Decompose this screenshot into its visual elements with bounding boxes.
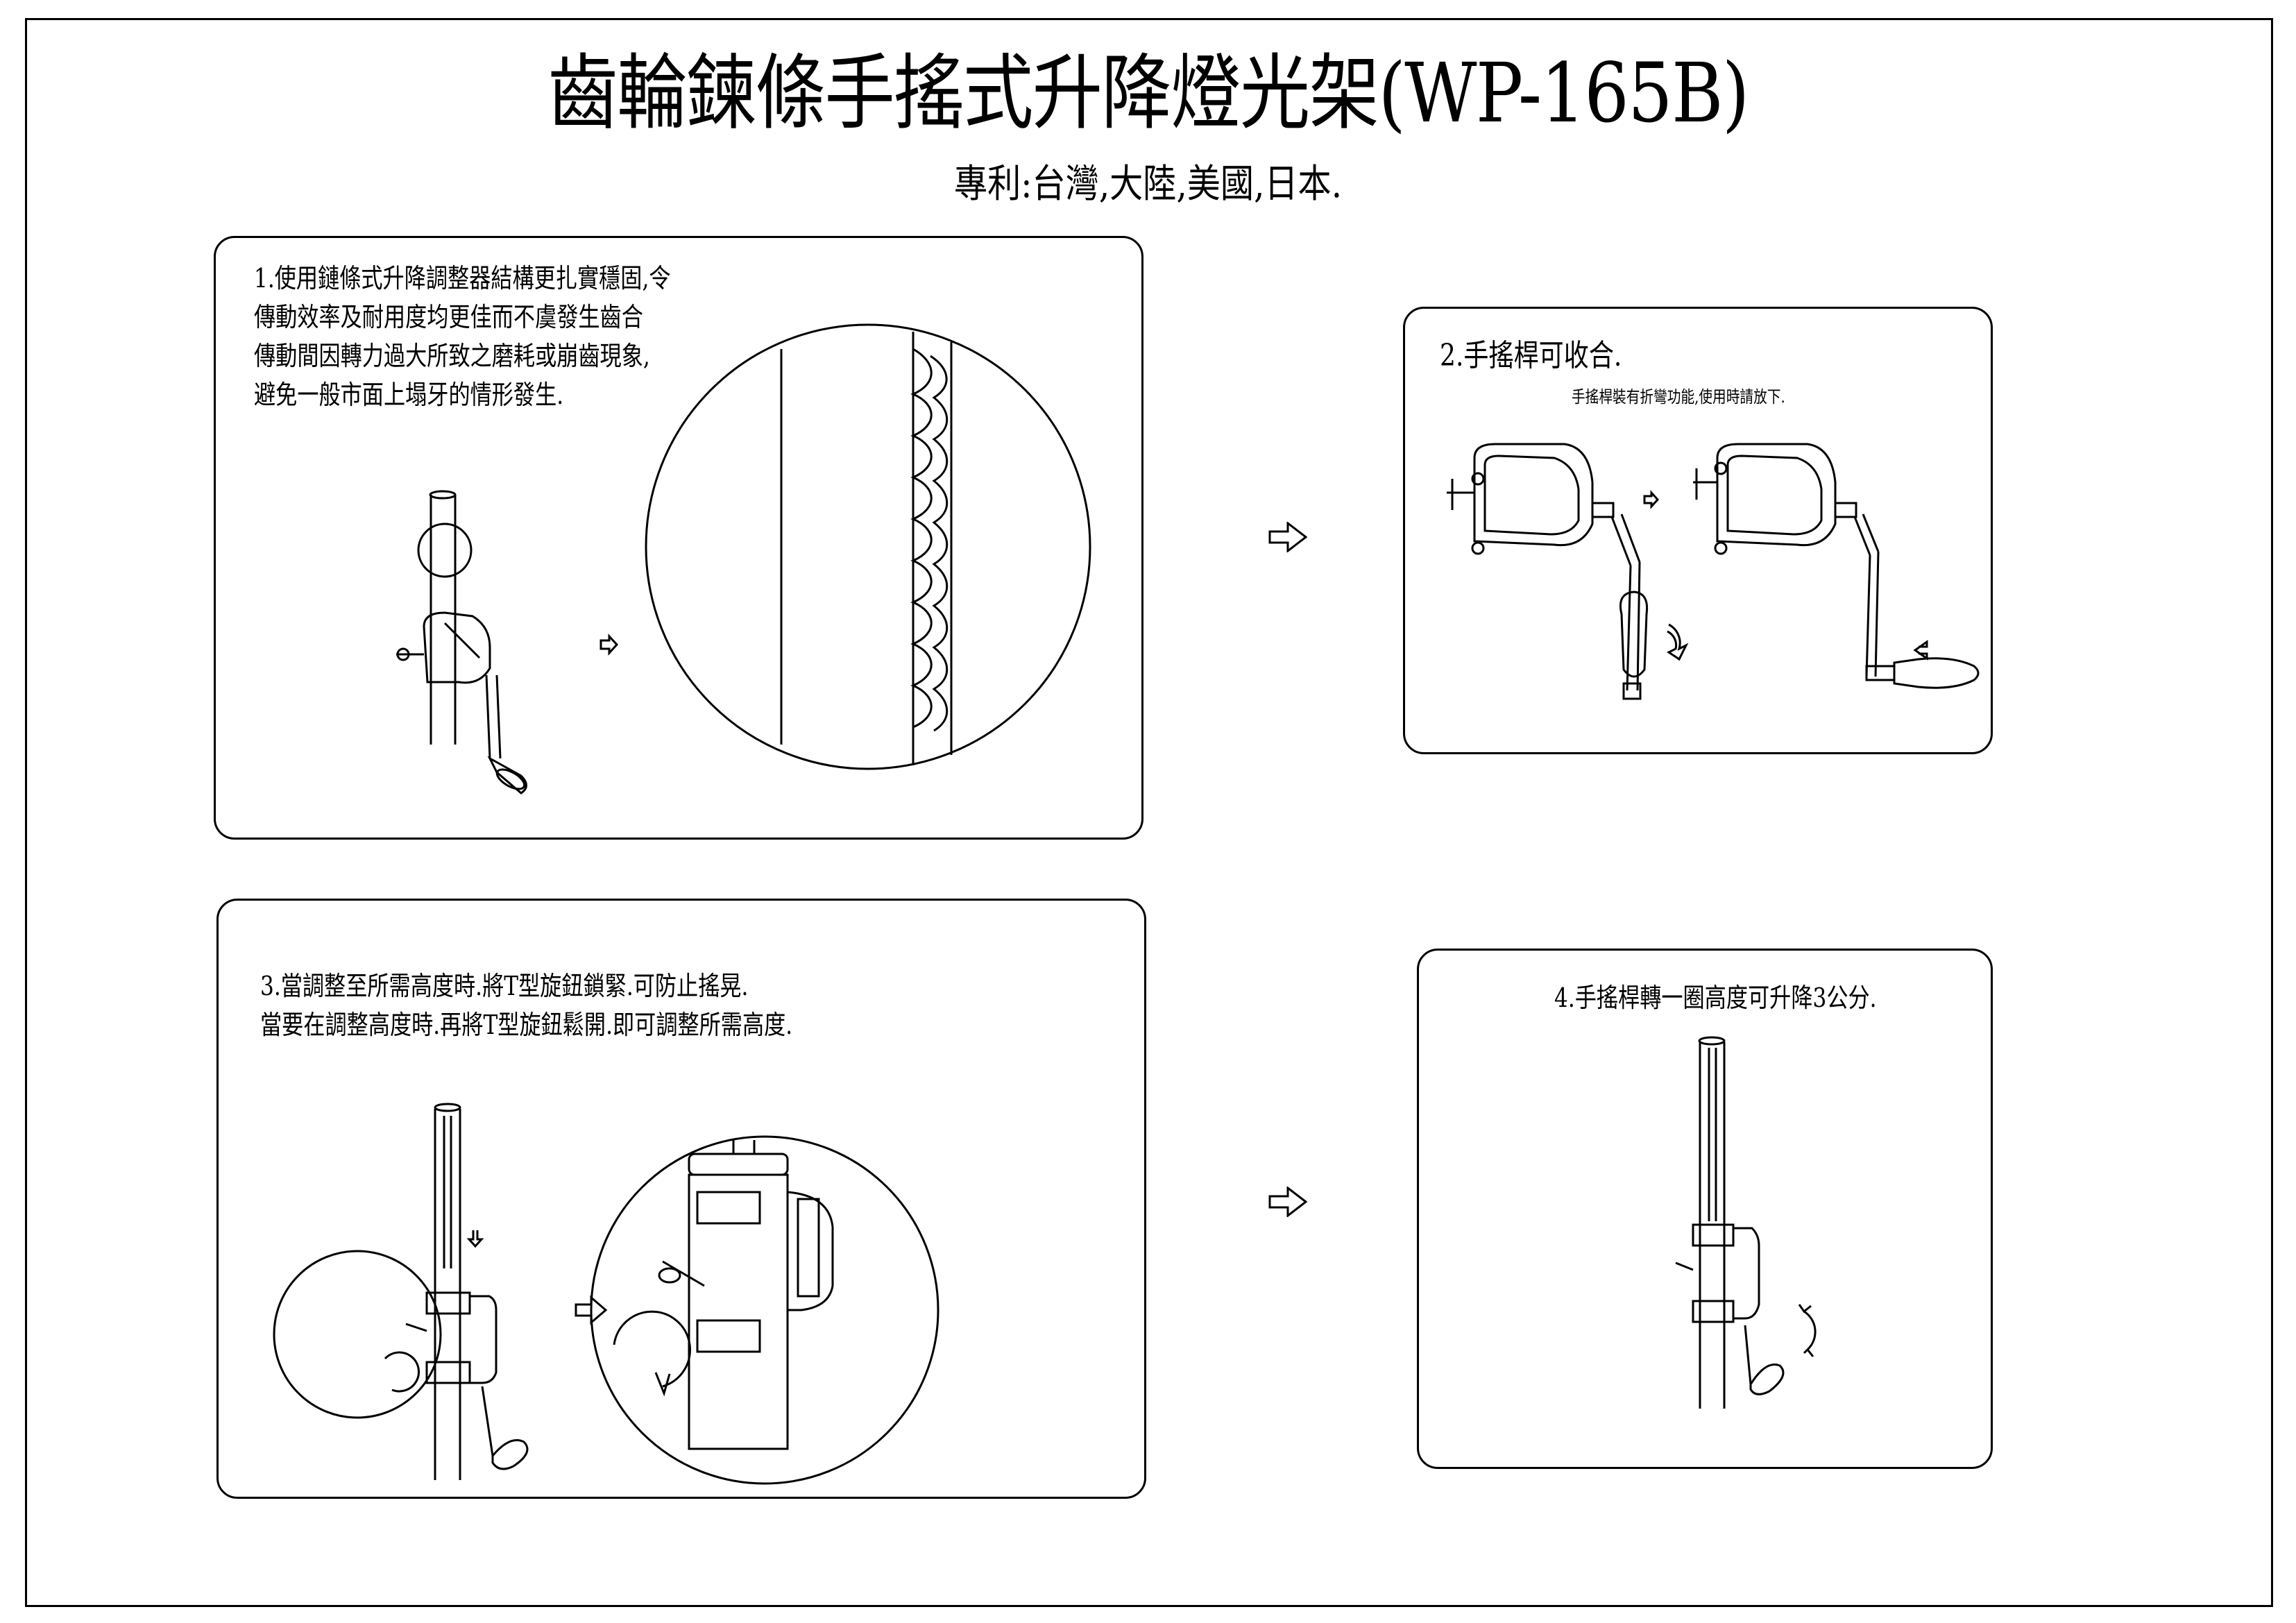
arrow-right-icon (1268, 1187, 1307, 1217)
panel-1-line: 傳動間因轉力過大所致之磨耗或崩齒現象, (254, 341, 650, 371)
page-frame (25, 18, 2273, 1607)
arrow-right-icon (1268, 522, 1307, 552)
panel-1-text: 1.使用鏈條式升降調整器結構更扎實穩固,令 傳動效率及耐用度均更佳而不虞發生齒合… (254, 259, 671, 414)
panel-4-illustration (1675, 1036, 1817, 1409)
panel-1-chain-structure: 1.使用鏈條式升降調整器結構更扎實穩固,令 傳動效率及耐用度均更佳而不虞發生齒合… (214, 236, 1143, 840)
panel-4-heading: 4.手搖桿轉一圈高度可升降3公分. (1554, 983, 1877, 1013)
panel-1-line: 避免一般市面上塌牙的情形發生. (254, 380, 564, 410)
panel-3-t-knob: 3.當調整至所需高度時.將T型旋鈕鎖緊.可防止搖晃. 當要在調整高度時.再將T型… (216, 899, 1146, 1499)
page-title: 齒輪鍊條手搖式升降燈光架(WP-165B) (547, 45, 1749, 141)
panel-1-illustration (396, 323, 1091, 794)
panel-4-height-per-turn: 4.手搖桿轉一圈高度可升降3公分. (1417, 949, 1993, 1469)
panel-3-text: 3.當調整至所需高度時.將T型旋鈕鎖緊.可防止搖晃. 當要在調整高度時.再將T型… (260, 967, 792, 1044)
panel-3-line: 3.當調整至所需高度時.將T型旋鈕鎖緊.可防止搖晃. (260, 971, 749, 1001)
panel-1-line: 傳動效率及耐用度均更佳而不虞發生齒合 (254, 302, 643, 332)
panel-3-line: 當要在調整高度時.再將T型旋鈕鬆開.即可調整所需高度. (260, 1010, 793, 1040)
panel-1-line: 1.使用鏈條式升降調整器結構更扎實穩固,令 (254, 263, 671, 294)
panel-2-note: 手搖桿裝有折彎功能,使用時請放下. (1572, 387, 1785, 407)
panel-2-foldable-crank: 2.手搖桿可收合. 手搖桿裝有折彎功能,使用時請放下. (1403, 307, 1993, 754)
panel-3-illustration (273, 1103, 939, 1485)
panel-2-heading: 2.手搖桿可收合. (1440, 338, 1622, 373)
page-subtitle: 專利:台灣,大陸,美國,日本. (953, 162, 1343, 207)
panel-2-illustration (1447, 443, 1980, 700)
